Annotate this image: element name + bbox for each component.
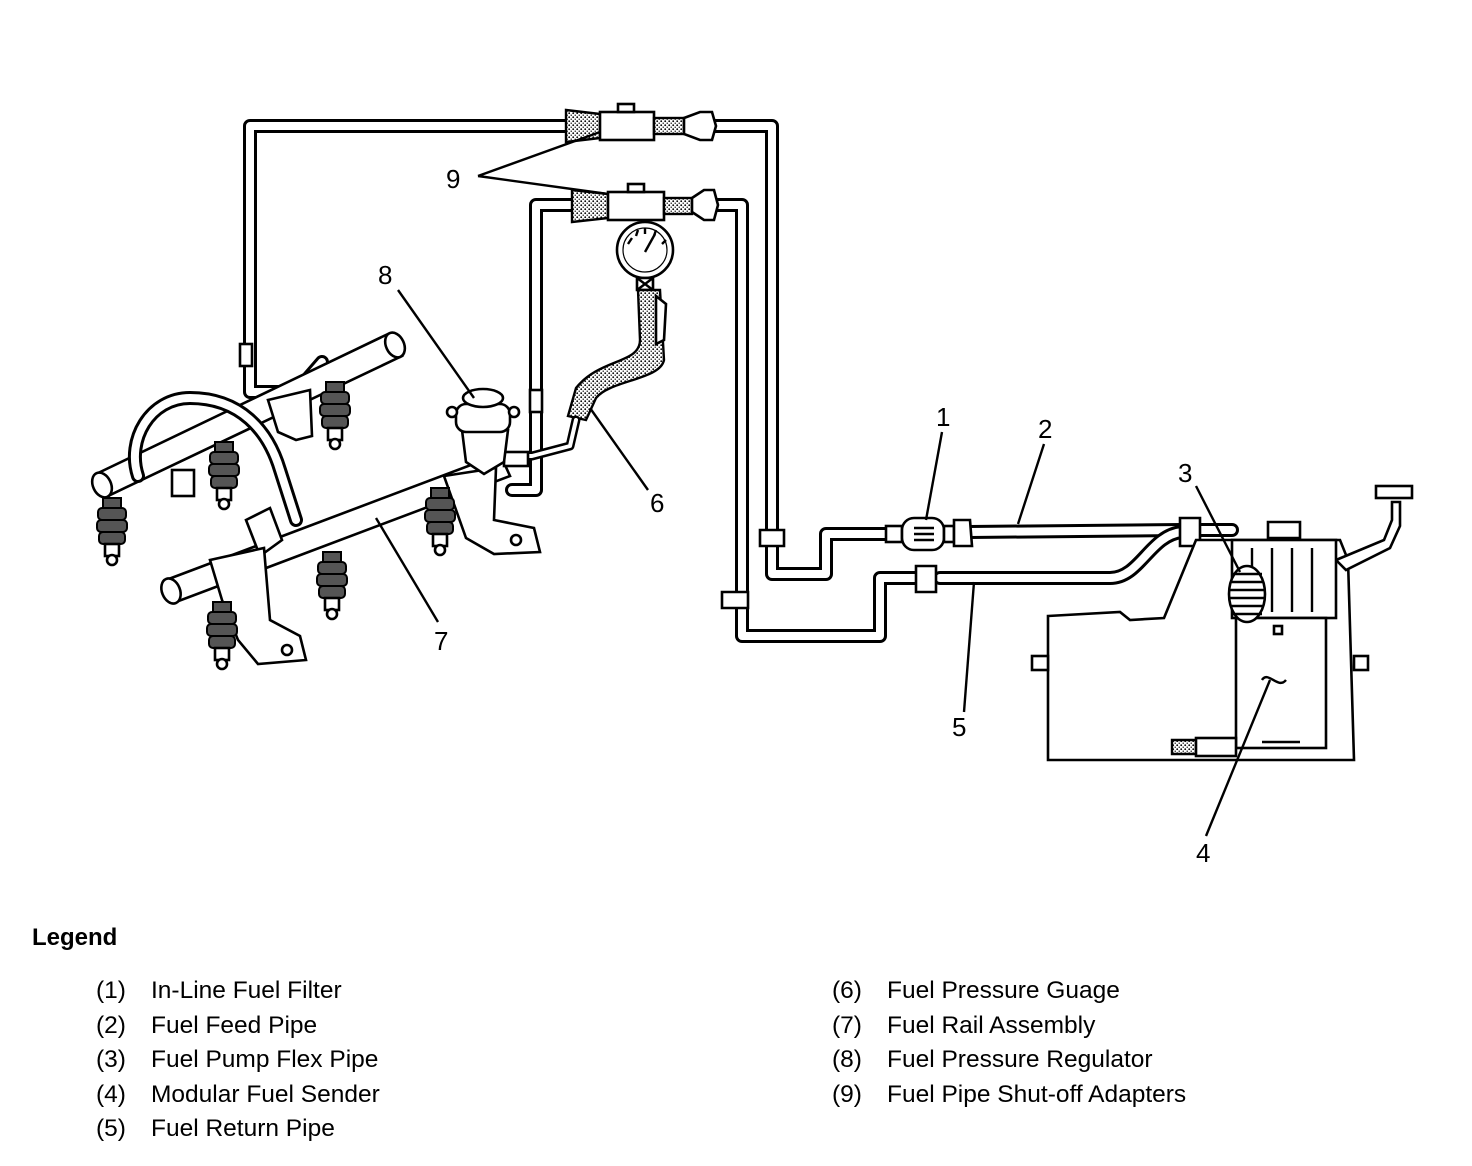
legend-item: (7) Fuel Rail Assembly <box>832 1009 1186 1044</box>
legend-item: (5) Fuel Return Pipe <box>96 1112 380 1147</box>
legend-item: (6) Fuel Pressure Guage <box>832 974 1186 1009</box>
legend-label: Fuel Pressure Guage <box>887 977 1120 1004</box>
legend-label: Fuel Return Pipe <box>151 1115 335 1143</box>
legend-number: (7) <box>832 1011 862 1039</box>
fuel-pump-flex-pipe <box>1227 564 1267 624</box>
in-line-fuel-filter <box>884 516 974 552</box>
fuel-return-pipe-routing <box>505 198 1239 643</box>
pipe-connector-clips <box>238 342 1302 610</box>
legend-item: (9) Fuel Pipe Shut-off Adapters <box>832 1078 1186 1113</box>
shut-off-adapter-lower <box>570 182 720 224</box>
fuel-system-diagram: 9 8 6 7 1 2 3 4 5 <box>90 102 1414 868</box>
callout-8: 8 <box>378 260 392 290</box>
callout-3: 3 <box>1178 458 1192 488</box>
callout-5: 5 <box>952 712 966 742</box>
legend-number: (8) <box>832 1046 862 1074</box>
legend-label: Fuel Pipe Shut-off Adapters <box>887 1080 1187 1108</box>
legend-number: (2) <box>96 1011 126 1039</box>
legend-label: Fuel Pump Flex Pipe <box>151 1046 379 1074</box>
callout-leaders <box>374 130 1272 837</box>
fuel-rail-assembly <box>90 331 542 671</box>
legend-item: (8) Fuel Pressure Regulator <box>832 1043 1186 1078</box>
callout-2: 2 <box>1038 414 1052 444</box>
legend-label: Fuel Rail Assembly <box>887 1011 1096 1039</box>
legend-right-column: (6) Fuel Pressure Guage (7) Fuel Rail Asse… <box>832 974 1186 1112</box>
legend-number: (9) <box>832 1080 862 1108</box>
legend-title: Legend <box>32 924 118 951</box>
legend-number: (3) <box>96 1046 126 1074</box>
legend-item: (4) Modular Fuel Sender <box>96 1078 380 1113</box>
legend-number: (1) <box>96 977 126 1004</box>
legend-item: (1) In-Line Fuel Filter <box>96 974 380 1009</box>
callout-1: 1 <box>936 402 950 432</box>
legend-number: (4) <box>96 1080 126 1108</box>
callout-9: 9 <box>446 164 460 194</box>
legend-label: Fuel Pressure Regulator <box>887 1046 1153 1074</box>
fuel-pressure-gauge <box>509 220 675 461</box>
callout-6: 6 <box>650 488 664 518</box>
legend-item: (3) Fuel Pump Flex Pipe <box>96 1043 380 1078</box>
shut-off-adapter-upper <box>564 102 718 144</box>
legend-label: Modular Fuel Sender <box>151 1080 380 1108</box>
fuel-pressure-regulator <box>445 387 521 476</box>
legend-number: (5) <box>96 1115 126 1143</box>
legend-left-column: (1) In-Line Fuel Filter (2) Fuel Feed Pipe… <box>96 974 380 1147</box>
callout-4: 4 <box>1196 838 1210 868</box>
legend-item: (2) Fuel Feed Pipe <box>96 1009 380 1044</box>
legend-label: Fuel Feed Pipe <box>151 1011 318 1039</box>
callout-7: 7 <box>434 626 448 656</box>
legend-label: In-Line Fuel Filter <box>151 977 342 1004</box>
legend-number: (6) <box>832 977 862 1004</box>
